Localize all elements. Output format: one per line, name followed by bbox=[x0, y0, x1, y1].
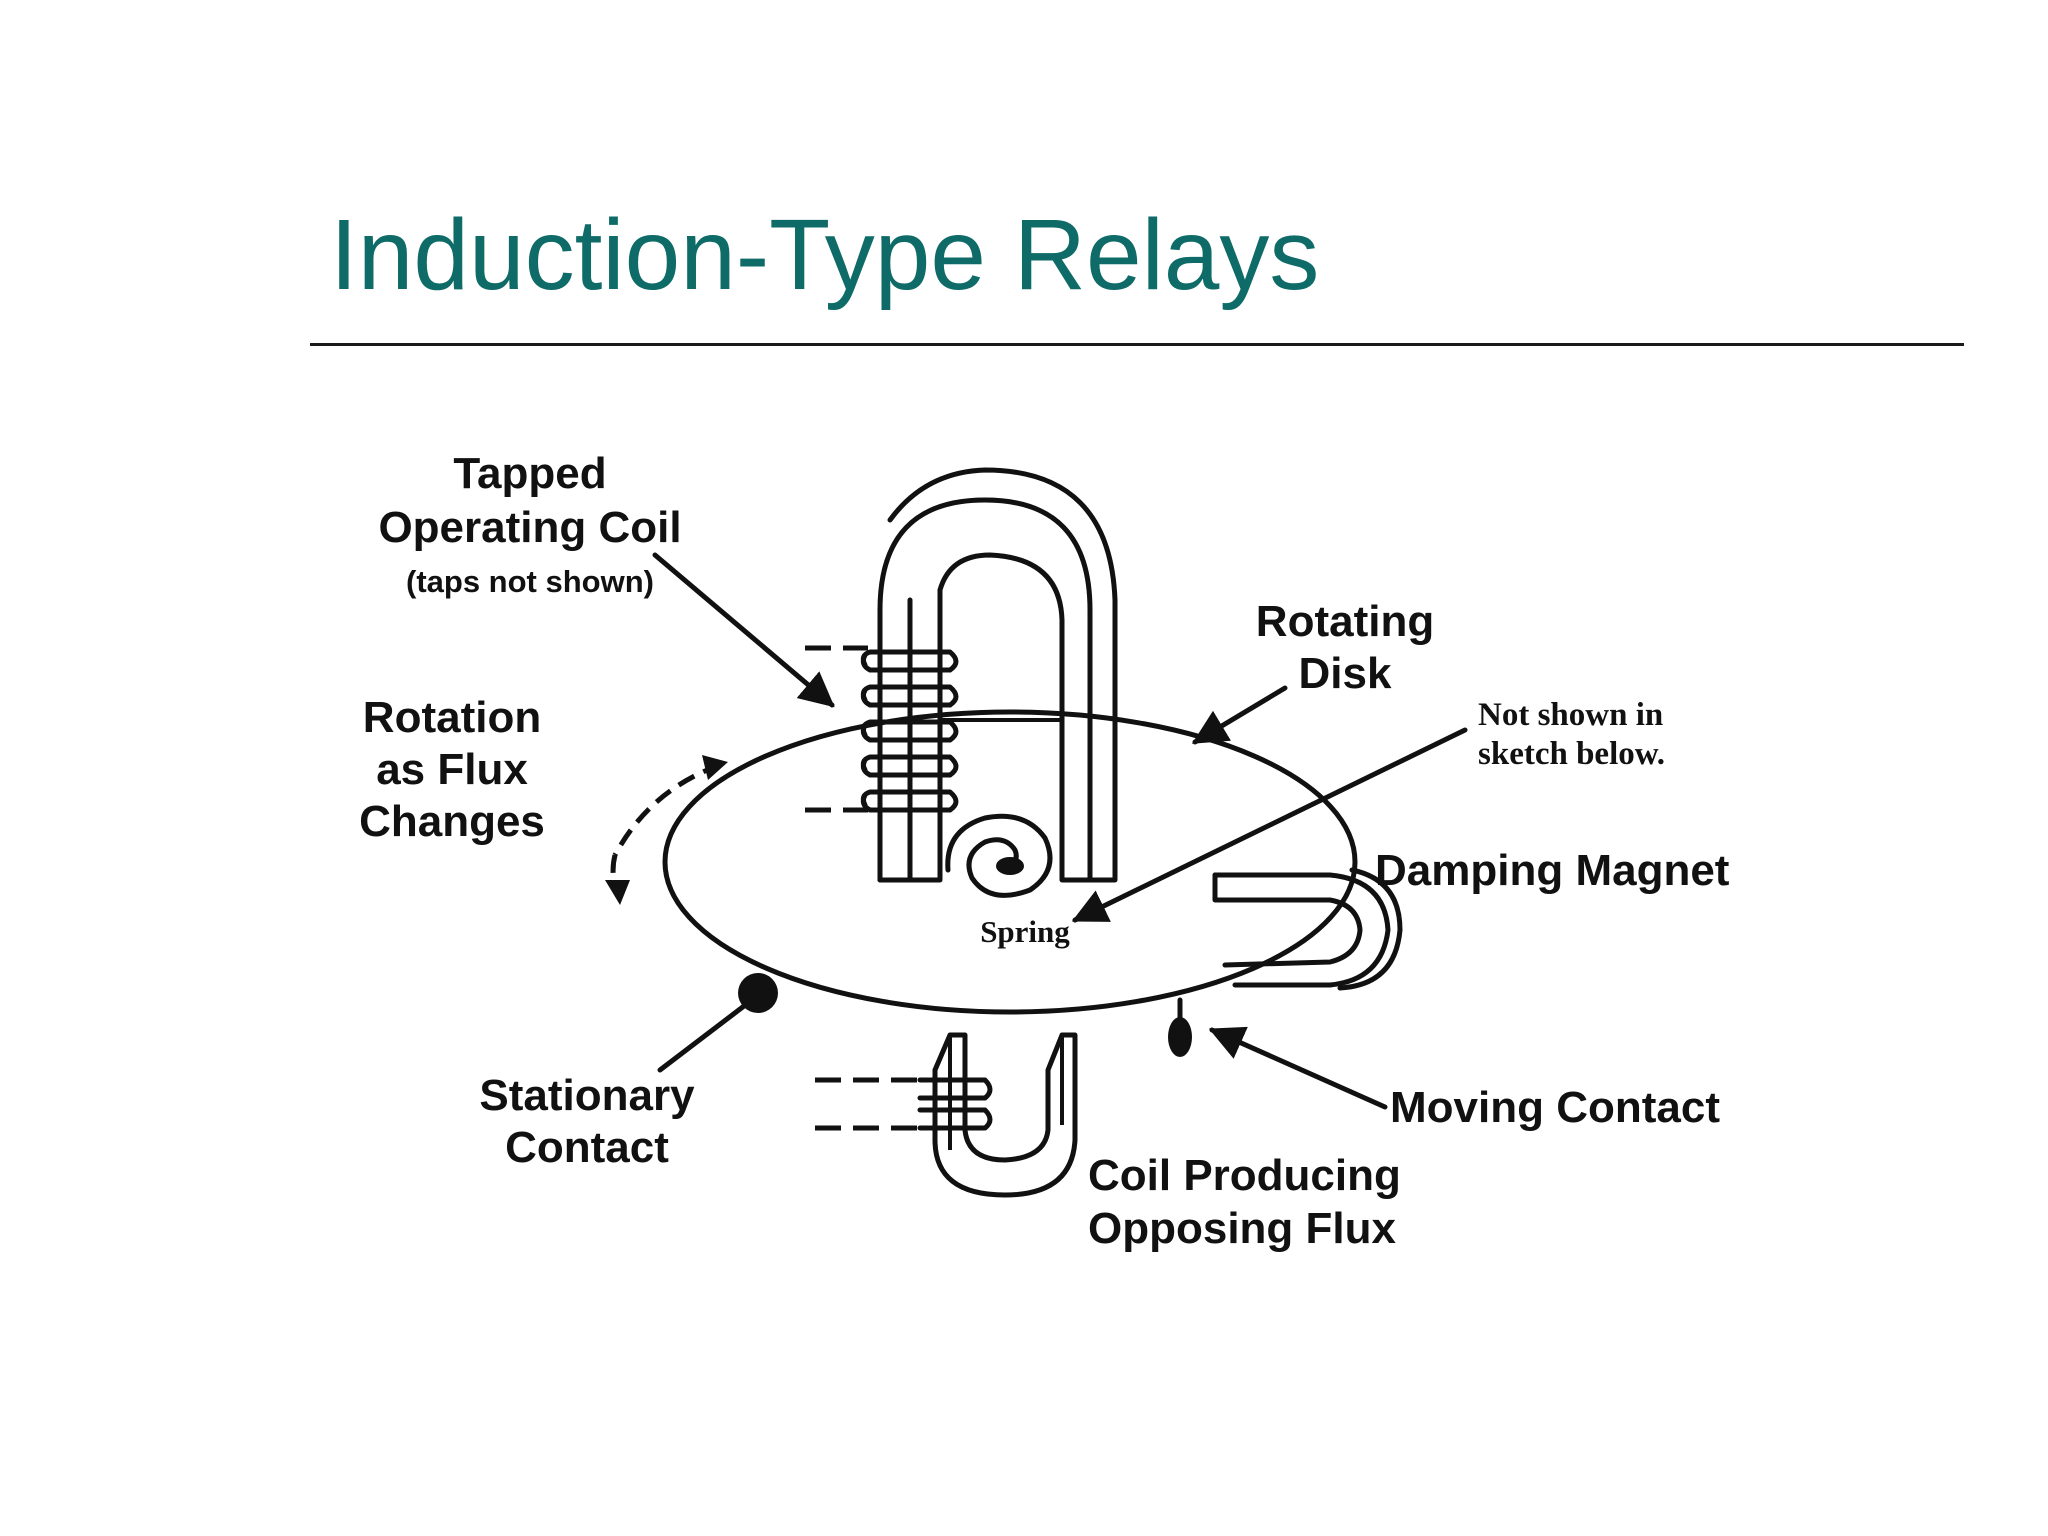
damping-magnet bbox=[1212, 867, 1403, 991]
label-opposing-line1: Coil Producing bbox=[1088, 1151, 1401, 1200]
arrow-rotating-disk bbox=[1191, 685, 1288, 745]
label-opposing-line2: Opposing Flux bbox=[1088, 1204, 1397, 1253]
label-rotation: Rotation as Flux Changes bbox=[359, 693, 545, 846]
slide-title: Induction-Type Relays bbox=[330, 199, 1320, 311]
operating-coil-core bbox=[877, 467, 1118, 883]
label-stationary-contact: Stationary Contact bbox=[479, 1071, 695, 1172]
label-rotation-line1: Rotation bbox=[363, 693, 541, 742]
coil-windings bbox=[805, 645, 959, 813]
rotation-arrow bbox=[605, 755, 728, 905]
arrow-operating-coil bbox=[652, 552, 835, 708]
rotating-disk bbox=[662, 709, 1358, 1015]
label-rotation-line3: Changes bbox=[359, 797, 545, 846]
label-spring: Spring bbox=[980, 914, 1070, 949]
label-tapped-operating-coil: Tapped Operating Coil (taps not shown) bbox=[378, 449, 681, 599]
stationary-contact bbox=[657, 973, 778, 1073]
label-moving-contact: Moving Contact bbox=[1390, 1083, 1720, 1132]
label-rotation-line2: as Flux bbox=[376, 745, 528, 794]
label-stationary-line2: Contact bbox=[505, 1123, 669, 1172]
label-rotating-disk: Rotating Disk bbox=[1256, 597, 1434, 698]
label-opposing-flux: Coil Producing Opposing Flux bbox=[1088, 1151, 1401, 1253]
label-tapped-line2: Operating Coil bbox=[378, 503, 681, 552]
label-not-shown-line1: Not shown in bbox=[1478, 697, 1663, 733]
label-not-shown-line2: sketch below. bbox=[1478, 736, 1665, 772]
spring-spiral bbox=[945, 813, 1053, 898]
arrow-moving-contact bbox=[1208, 1026, 1388, 1110]
label-rotating-disk-line1: Rotating bbox=[1256, 597, 1434, 646]
title-underline bbox=[310, 343, 1964, 346]
label-rotating-disk-line2: Disk bbox=[1299, 649, 1392, 698]
arrow-spring bbox=[1071, 727, 1468, 923]
opposing-flux-coil bbox=[815, 1032, 1078, 1198]
spring-center bbox=[996, 857, 1024, 875]
moving-contact bbox=[1168, 997, 1192, 1057]
label-tapped-line3: (taps not shown) bbox=[406, 564, 654, 599]
label-stationary-line1: Stationary bbox=[479, 1071, 695, 1120]
label-damping-magnet: Damping Magnet bbox=[1375, 846, 1730, 895]
label-tapped-line1: Tapped bbox=[453, 449, 606, 498]
label-not-shown: Not shown in sketch below. bbox=[1478, 697, 1665, 772]
